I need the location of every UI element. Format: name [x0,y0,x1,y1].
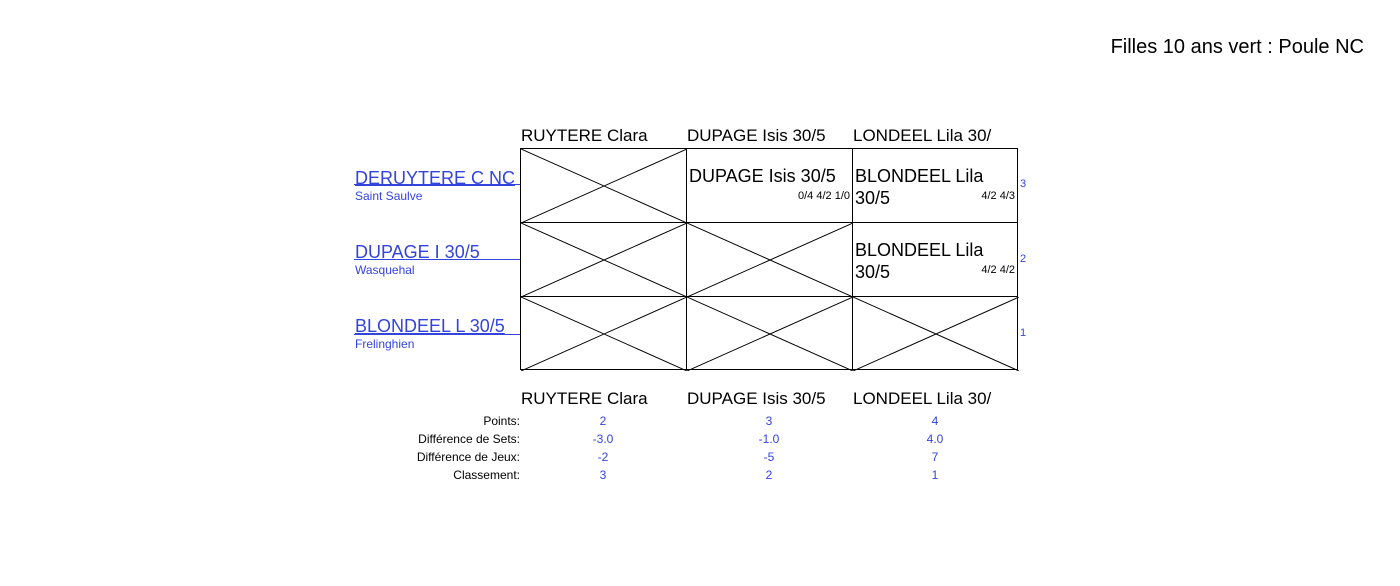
column-header: DUPAGE Isis 30/5 [687,126,826,145]
row-line [354,334,520,335]
match-winner: BLONDEEL Lila 30/5 [855,240,984,282]
cross-mark [521,223,687,297]
player-club: Frelinghien [355,337,415,351]
crossed-cell [686,222,853,297]
match-cell[interactable]: BLONDEEL Lila 30/5 4/2 4/2 [852,222,1018,296]
cross-mark [853,297,1019,371]
page-title: Filles 10 ans vert : Poule NC [1110,36,1364,58]
stat-points: 4 [931,414,939,428]
player-link[interactable]: DERUYTERE C NC [355,168,516,188]
row-rank: 2 [1020,253,1027,265]
stat-label-points: Points: [483,414,520,428]
cross-mark [687,223,853,297]
crossed-cell [520,296,687,371]
footer-header: LONDEEL Lila 30/ [853,389,992,408]
cross-mark [521,297,687,371]
stat-classement: 3 [599,468,607,482]
stat-sets: -3.0 [592,432,614,446]
match-score: 4/2 4/2 [981,264,1015,276]
player-club: Wasquehal [355,263,415,277]
stat-label-sets: Différence de Sets: [418,432,520,446]
cross-mark [687,297,853,371]
row-line [354,184,520,185]
stat-sets: 4.0 [926,432,944,446]
stat-label-classement: Classement: [453,468,520,482]
stat-sets: -1.0 [758,432,780,446]
match-cell[interactable]: BLONDEEL Lila 30/5 4/2 4/3 [852,148,1018,222]
match-winner: BLONDEEL Lila 30/5 [855,166,984,208]
stat-classement: 2 [765,468,773,482]
stat-jeux: -2 [597,450,609,464]
player-entry: DUPAGE I 30/5 Wasquehal [355,241,480,277]
player-link[interactable]: BLONDEEL L 30/5 [355,316,505,336]
crossed-cell [852,296,1019,371]
player-club: Saint Saulve [355,189,423,203]
crossed-cell [686,296,853,371]
cross-mark [521,149,687,223]
stat-label-jeux: Différence de Jeux: [416,450,520,464]
crossed-cell [520,148,687,223]
player-entry: DERUYTERE C NC Saint Saulve [355,167,515,203]
player-entry: BLONDEEL L 30/5 Frelinghien [355,315,505,351]
stat-jeux: 7 [931,450,939,464]
column-header: RUYTERE Clara [521,126,648,145]
row-rank: 3 [1020,178,1027,190]
match-cell[interactable]: DUPAGE Isis 30/5 0/4 4/2 1/0 [686,148,852,222]
match-score: 4/2 4/3 [981,190,1015,202]
match-score: 0/4 4/2 1/0 [798,190,850,202]
footer-header: RUYTERE Clara [521,389,648,408]
stat-points: 2 [599,414,607,428]
stat-jeux: -5 [763,450,775,464]
match-winner: DUPAGE Isis 30/5 [689,166,836,186]
player-link[interactable]: DUPAGE I 30/5 [355,242,480,262]
column-header: LONDEEL Lila 30/ [853,126,992,145]
footer-header: DUPAGE Isis 30/5 [687,389,826,408]
stat-points: 3 [765,414,773,428]
crossed-cell [520,222,687,297]
row-rank: 1 [1020,327,1027,339]
row-line [354,259,520,260]
stat-classement: 1 [931,468,939,482]
